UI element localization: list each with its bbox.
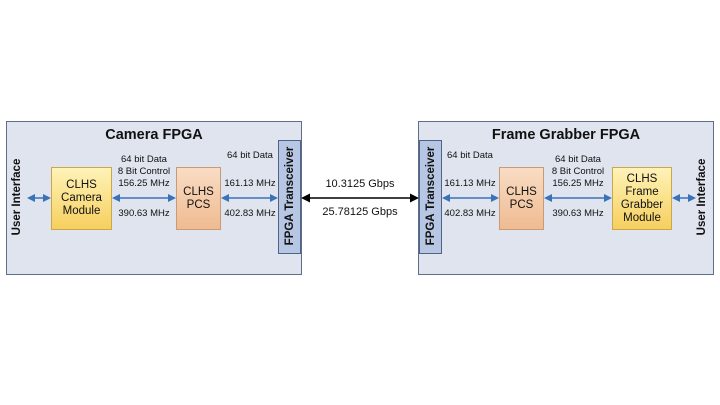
left-module-pcs-bottom-label: 390.63 MHz (118, 208, 170, 219)
link-rate-bottom: 25.78125 Gbps (322, 206, 398, 218)
left-pcs-xcvr-mid-label: 161.13 MHz (224, 178, 276, 189)
camera-fpga-title: Camera FPGA (105, 127, 203, 143)
left-clhs-pcs-label: CLHS PCS (183, 185, 214, 211)
right-pcs-module-bottom-label: 390.63 MHz (552, 208, 604, 219)
right-fpga-transceiver: FPGA Transceiver (419, 140, 442, 254)
left-pcs-xcvr-top-label: 64 bit Data (227, 150, 273, 161)
clhs-camera-module-label: CLHS Camera Module (61, 179, 102, 217)
right-xcvr-pcs-mid-label: 161.13 MHz (444, 178, 496, 189)
link-rate-top: 10.3125 Gbps (325, 178, 395, 190)
right-clhs-pcs: CLHS PCS (499, 167, 544, 230)
clhs-camera-module: CLHS Camera Module (51, 167, 112, 230)
clhs-frame-grabber-module: CLHS Frame Grabber Module (612, 167, 672, 230)
right-xcvr-pcs-bottom-label: 402.83 MHz (444, 208, 496, 219)
right-xcvr-pcs-top-label: 64 bit Data (447, 150, 493, 161)
left-clhs-pcs: CLHS PCS (176, 167, 221, 230)
clhs-frame-grabber-module-label: CLHS Frame Grabber Module (620, 172, 664, 224)
frame-grabber-fpga-title: Frame Grabber FPGA (491, 127, 641, 143)
left-fpga-transceiver: FPGA Transceiver (278, 140, 301, 254)
left-module-pcs-top-label: 64 bit Data 8 Bit Control 156.25 MHz (117, 154, 171, 189)
right-pcs-module-top-label: 64 bit Data 8 Bit Control 156.25 MHz (551, 154, 605, 189)
right-clhs-pcs-label: CLHS PCS (506, 185, 537, 211)
left-pcs-xcvr-bottom-label: 402.83 MHz (224, 208, 276, 219)
